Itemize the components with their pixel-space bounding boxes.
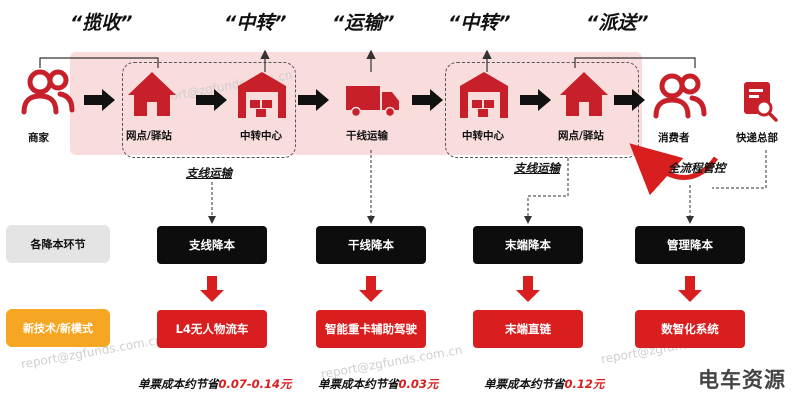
stage-title-transport: “运输”: [332, 12, 395, 34]
people-icon: [653, 73, 707, 119]
people-icon: [21, 69, 75, 115]
connector-line: [208, 150, 767, 224]
stage-title-collect: “揽收”: [70, 12, 133, 34]
node-outlet: 网点/驿站: [558, 130, 604, 142]
stage-title-transfer: “中转”: [448, 12, 511, 34]
stage-title-transfer: “中转”: [224, 12, 287, 34]
house-icon: [560, 72, 608, 116]
node-headquarters: 快递总部: [736, 132, 778, 144]
brand-logo: 电车资源: [698, 368, 786, 392]
full-control-label: 全流程管控: [668, 161, 726, 175]
delivery-group-box: [445, 62, 639, 158]
tech-item-digital-system: 数智化系统: [635, 310, 745, 348]
saving-prefix: 单票成本约节省: [484, 377, 565, 391]
collect-group-box: [122, 62, 296, 158]
down-arrow: [200, 276, 702, 302]
cost-item-branch: 支线降本: [157, 226, 267, 264]
node-merchant: 商家: [28, 132, 49, 144]
stage-bracket: [39, 57, 696, 68]
warehouse-icon: [238, 72, 286, 118]
cost-item-last-mile: 末端降本: [473, 226, 583, 264]
cost-item-management: 管理降本: [635, 226, 745, 264]
node-outlet: 网点/驿站: [126, 130, 172, 142]
node-hub: 中转中心: [240, 130, 282, 142]
document-search-icon: [744, 82, 778, 122]
node-hub: 中转中心: [462, 130, 504, 142]
tech-item-direct-link: 末端直链: [473, 310, 583, 348]
truck-icon: [346, 86, 399, 118]
saving-value: 0.03元: [398, 377, 439, 391]
branch-transport-label: 支线运输: [514, 161, 560, 175]
stage-title-delivery: “派送”: [586, 12, 649, 34]
saving-value: 0.12元: [564, 377, 605, 391]
control-arrow: [629, 143, 719, 196]
branch-transport-label: 支线运输: [186, 166, 232, 180]
row-label-cost: 各降本环节: [6, 225, 110, 263]
up-arrow: [260, 49, 492, 72]
flow-arrow: [84, 89, 645, 111]
row-label-tech: 新技术/新模式: [6, 309, 110, 347]
house-icon: [128, 72, 176, 116]
node-trunk-transport: 干线运输: [346, 130, 388, 142]
warehouse-icon: [460, 72, 508, 118]
node-consumer: 消费者: [658, 132, 690, 144]
saving-prefix: 单票成本约节省: [138, 377, 219, 391]
tech-item-smart-truck: 智能重卡辅助驾驶: [316, 310, 426, 348]
saving-prefix: 单票成本约节省: [318, 377, 399, 391]
saving-trunk: 单票成本约节省0.03元: [318, 376, 438, 392]
saving-value: 0.07-0.14元: [218, 377, 292, 391]
cost-item-trunk: 干线降本: [316, 226, 426, 264]
saving-last-mile: 单票成本约节省0.12元: [484, 376, 604, 392]
saving-branch: 单票成本约节省0.07-0.14元: [138, 376, 292, 392]
tech-item-autonomous-vehicle: L4无人物流车: [157, 310, 267, 348]
